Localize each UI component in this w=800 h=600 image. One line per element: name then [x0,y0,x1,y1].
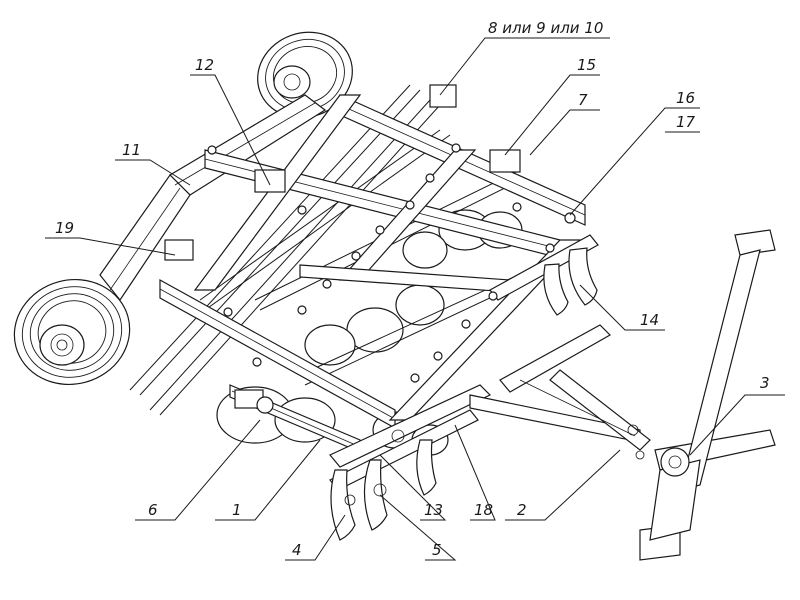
callout-14: 14 [640,311,659,329]
callout-4: 4 [292,541,302,559]
callout-3: 3 [760,374,770,392]
callout-18: 18 [474,501,493,519]
callout-13: 13 [424,501,443,519]
callout-6: 6 [148,501,158,519]
rear-wheel-left [13,278,131,386]
callout-17: 17 [676,113,696,131]
callout-5: 5 [432,541,442,559]
front-gang [329,384,492,541]
bolts [207,143,576,383]
callout-8-9-10: 8 или 9 или 10 [488,19,603,37]
gang-bars [129,84,546,416]
rear-wheel-top [257,31,353,119]
brackets [164,84,521,414]
callout-15: 15 [577,56,596,74]
hitch [639,229,776,561]
callout-1: 1 [232,501,242,519]
callouts: 8 или 9 или 10 15 7 16 17 12 11 19 14 3 … [55,19,770,559]
right-gang [489,234,599,316]
callout-16: 16 [676,89,695,107]
drawbar [469,324,651,460]
side-frame-left [99,94,327,302]
leader-lines [45,37,785,561]
callout-11: 11 [122,141,141,159]
callout-7: 7 [578,91,588,109]
callout-19: 19 [55,219,74,237]
callout-12: 12 [195,56,214,74]
callout-2: 2 [517,501,527,519]
